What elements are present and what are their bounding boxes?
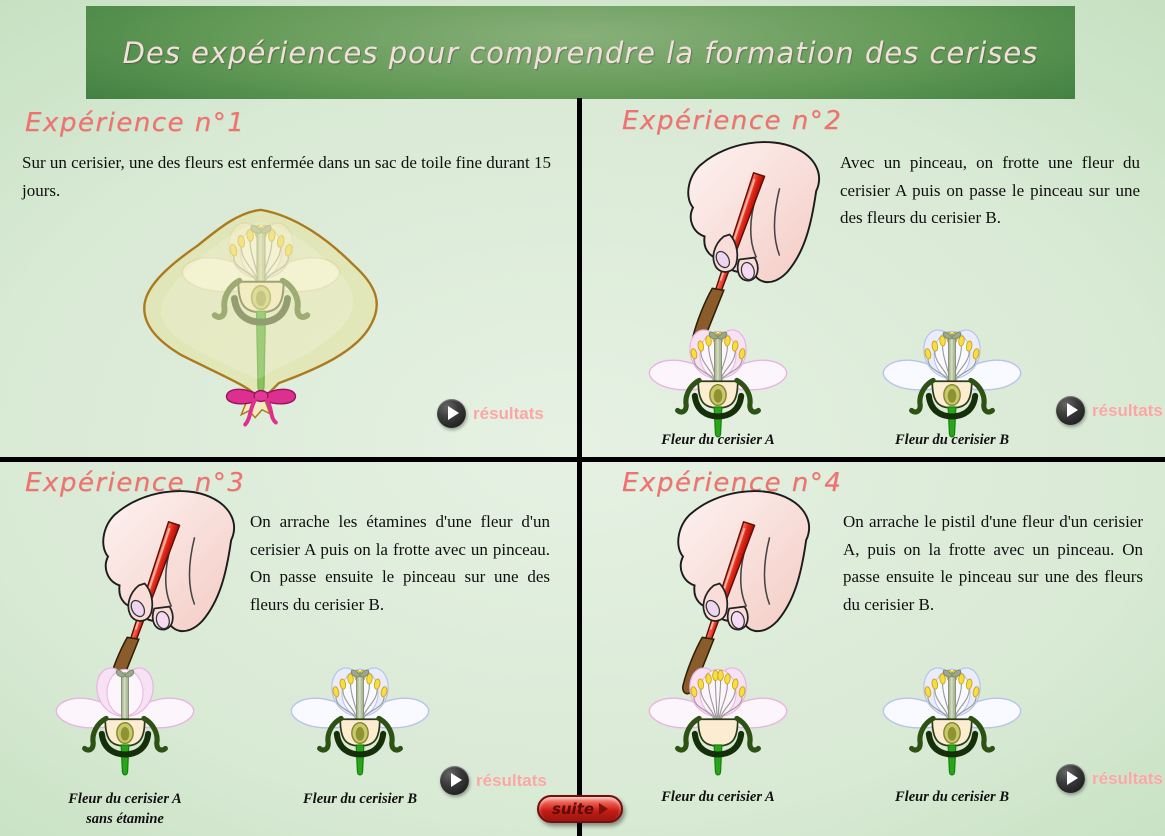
flower-label-a: Fleur du cerisier A sans étamine xyxy=(30,790,220,829)
flower-label-text: Fleur du cerisier A xyxy=(68,791,182,807)
results-button-3[interactable]: résultats xyxy=(440,766,547,795)
results-label: résultats xyxy=(473,403,544,423)
flower-cerisier-b xyxy=(287,660,433,779)
results-label: résultats xyxy=(1092,400,1163,420)
flower-cerisier-a-sans-pistil xyxy=(645,660,791,779)
suite-button[interactable]: suite xyxy=(537,795,623,823)
results-button-1[interactable]: résultats xyxy=(437,399,544,428)
play-triangle-icon xyxy=(451,773,462,787)
flower-cerisier-b xyxy=(879,322,1025,441)
experiment-1-description: Sur un cerisier, une des fleurs est enfe… xyxy=(22,153,551,200)
flower-label-text: Fleur du cerisier A xyxy=(661,789,775,805)
experiment-4-description: On arrache le pistil d'une fleur d'un ce… xyxy=(843,512,1143,614)
flower-cerisier-a xyxy=(645,322,791,441)
experiment-3-description: On arrache les étamines d'une fleur d'un… xyxy=(250,512,550,614)
play-triangle-icon xyxy=(1067,403,1078,417)
play-icon xyxy=(1056,396,1085,425)
results-button-4[interactable]: résultats xyxy=(1056,764,1163,793)
title-banner: Des expériences pour comprendre la forma… xyxy=(86,6,1075,99)
flower-label-text: Fleur du cerisier B xyxy=(303,791,417,807)
flower-label-b: Fleur du cerisier B xyxy=(879,788,1025,808)
hand-with-brush-illustration xyxy=(633,485,835,707)
suite-label: suite xyxy=(551,800,595,818)
flower-sublabel-text: sans étamine xyxy=(86,810,164,827)
results-label: résultats xyxy=(1092,768,1163,788)
play-icon xyxy=(599,803,609,815)
experiment-1-heading: Expérience n°1 xyxy=(25,108,246,138)
flower-label-a: Fleur du cerisier A xyxy=(645,431,791,451)
hand-with-brush-illustration xyxy=(58,485,260,707)
play-icon xyxy=(1056,764,1085,793)
bagged-flower-illustration xyxy=(133,202,389,430)
play-triangle-icon xyxy=(448,406,459,420)
experiment-3-heading: Expérience n°3 xyxy=(25,468,246,498)
flower-label-a: Fleur du cerisier A xyxy=(645,788,791,808)
play-icon xyxy=(440,766,469,795)
quadrant-divider-horizontal xyxy=(0,457,1165,462)
play-triangle-icon xyxy=(1067,771,1078,785)
flower-cerisier-b xyxy=(879,660,1025,779)
experiment-2-heading: Expérience n°2 xyxy=(622,106,843,136)
results-label: résultats xyxy=(476,770,547,790)
flower-label-text: Fleur du cerisier A xyxy=(661,432,775,448)
play-icon xyxy=(437,399,466,428)
flower-label-b: Fleur du cerisier B xyxy=(287,790,433,810)
flower-label-text: Fleur du cerisier B xyxy=(895,432,1009,448)
flower-cerisier-a-sans-etamine xyxy=(52,660,198,779)
experiment-2-description: Avec un pinceau, on frotte une fleur du … xyxy=(840,153,1140,228)
flower-label-text: Fleur du cerisier B xyxy=(895,789,1009,805)
quadrant-divider-vertical xyxy=(577,98,582,836)
flower-label-b: Fleur du cerisier B xyxy=(879,431,1025,451)
page-title: Des expériences pour comprendre la forma… xyxy=(122,35,1039,70)
results-button-2[interactable]: résultats xyxy=(1056,396,1163,425)
hand-with-brush-illustration xyxy=(643,136,845,358)
